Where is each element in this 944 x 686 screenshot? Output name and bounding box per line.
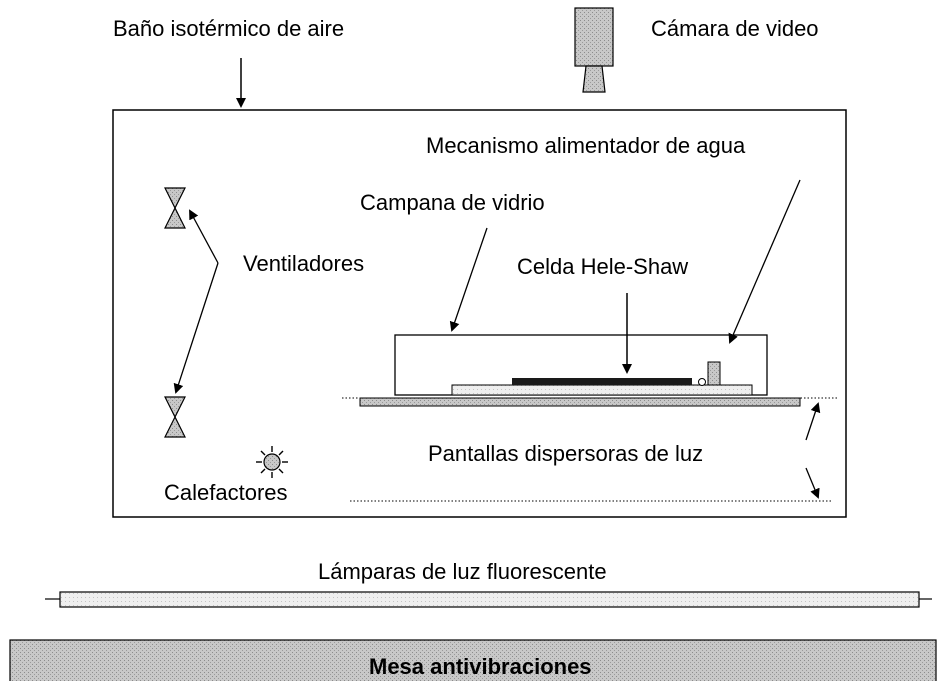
air-bath-label: Baño isotérmico de aire bbox=[113, 16, 345, 41]
hele-shaw-cell bbox=[512, 378, 692, 385]
anti-vibration-table bbox=[9, 639, 937, 686]
fans-label: Ventiladores bbox=[243, 251, 365, 276]
video-camera-icon bbox=[574, 7, 614, 93]
air-bath-enclosure bbox=[112, 109, 847, 518]
hele-shaw-label: Celda Hele-Shaw bbox=[517, 254, 689, 279]
water-feeder-label: Mecanismo alimentador de agua bbox=[426, 133, 746, 158]
video-camera-label: Cámara de video bbox=[651, 16, 819, 41]
fluorescent-lamp bbox=[45, 591, 932, 608]
anti-vibration-table-label: Mesa antivibraciones bbox=[369, 654, 592, 679]
fan-bottom-icon bbox=[164, 396, 186, 438]
fans-pointer bbox=[173, 209, 219, 394]
heater-icon bbox=[256, 446, 288, 478]
fan-top-icon bbox=[164, 187, 186, 229]
glass-bell-label: Campana de vidrio bbox=[360, 190, 545, 215]
heaters-label: Calefactores bbox=[164, 480, 288, 505]
diffuser-arrow-bottom bbox=[805, 467, 820, 499]
diffuser-screens-label: Pantallas dispersoras de luz bbox=[428, 441, 704, 466]
fluorescent-lamps-label: Lámparas de luz fluorescente bbox=[318, 559, 607, 584]
diffuser-arrow-top bbox=[805, 402, 821, 441]
water-feeder-icon bbox=[698, 361, 721, 386]
diffuser-screen-top bbox=[359, 397, 801, 407]
water-feeder-arrow bbox=[728, 179, 801, 344]
glass-bell-arrow bbox=[449, 227, 488, 332]
cell-base-plate bbox=[451, 384, 753, 396]
